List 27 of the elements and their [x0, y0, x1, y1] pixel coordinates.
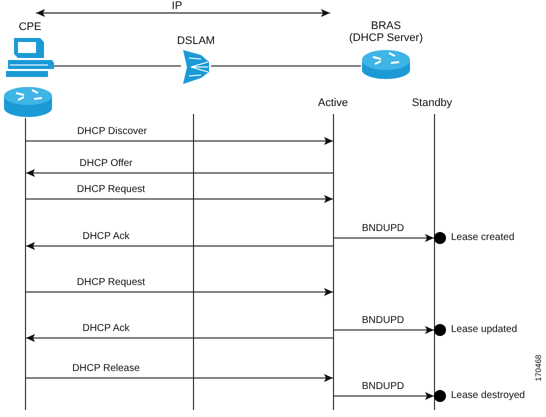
- message-arrow: [26, 242, 334, 250]
- message-arrow: [26, 288, 334, 296]
- state-label: Lease destroyed: [451, 390, 525, 402]
- state-label: Lease created: [451, 232, 514, 244]
- message-arrow: [334, 234, 434, 242]
- message-arrow: [26, 374, 334, 382]
- node-label: DSLAM: [177, 35, 215, 47]
- message-arrow: [26, 169, 334, 177]
- node-label: (DHCP Server): [349, 32, 423, 44]
- lifeline: [434, 114, 435, 410]
- edge-label: DHCP Request: [76, 277, 146, 289]
- figure-number: 170468: [533, 354, 544, 382]
- lifeline-title: Standby: [412, 97, 452, 109]
- node-label: BRAS: [371, 20, 401, 32]
- node-label: CPE: [18, 21, 42, 33]
- message-arrow: [334, 326, 434, 334]
- lifeline: [333, 114, 334, 410]
- lifeline: [193, 114, 194, 410]
- message-arrow: [26, 195, 334, 203]
- edge-label: DHCP Request: [76, 184, 146, 196]
- message-arrow: [26, 334, 334, 342]
- span-label: IP: [172, 0, 182, 12]
- message-arrow: [26, 137, 334, 145]
- lifeline: [25, 118, 26, 410]
- lifeline-title: Active: [318, 97, 348, 109]
- message-arrow: [334, 392, 434, 400]
- state-label: Lease updated: [451, 324, 518, 336]
